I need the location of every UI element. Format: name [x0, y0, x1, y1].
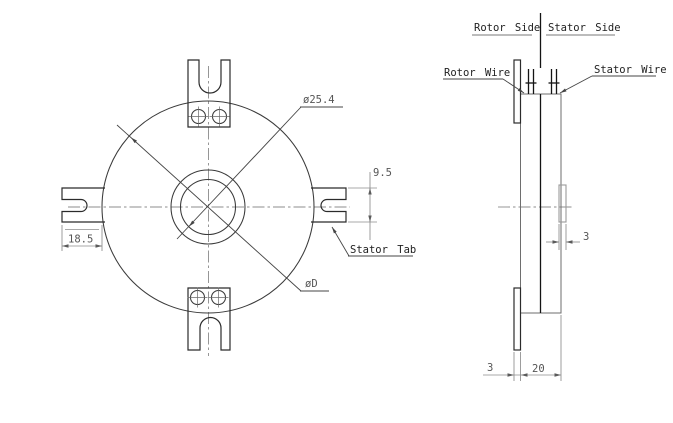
bore-diameter-dimension: ø25.4	[176, 94, 343, 240]
front-view: ø25.4 øD 18.5 9.5	[61, 59, 416, 356]
bore-diameter-text: ø25.4	[303, 94, 335, 106]
bore-circle	[179, 178, 237, 236]
rotor-tab-bottom	[187, 287, 231, 351]
stator-tab-right	[311, 187, 347, 223]
stator-tab-thickness-dimension: 3	[546, 224, 589, 250]
side-body	[520, 93, 562, 314]
side-titles: Rotor Side Stator Side	[472, 13, 621, 68]
rotor-wire-callout: Rotor Wire	[443, 67, 525, 94]
rotor-tab-top	[187, 59, 231, 128]
arrowhead	[332, 227, 337, 234]
arrowhead	[189, 220, 195, 227]
stator-wires	[548, 69, 560, 94]
outer-circle	[101, 100, 315, 314]
stator-tab-callout: Stator Tab	[331, 226, 416, 257]
stator-side-label: Stator Side	[548, 22, 621, 34]
arrowhead	[517, 88, 524, 93]
outer-diameter-dimension: øD	[116, 124, 329, 292]
tab-length-dimension: 18.5	[61, 225, 103, 251]
tab-width-text: 9.5	[373, 167, 392, 179]
bottom-dimensions: 3 20	[483, 315, 562, 381]
tab-length-text: 18.5	[68, 234, 93, 246]
rotor-flange-bottom	[513, 287, 522, 351]
side-view: Rotor Side Stator Side	[443, 13, 667, 381]
body-length-text: 20	[532, 363, 545, 375]
rotor-wires	[525, 69, 537, 94]
stator-tab-left	[61, 187, 105, 223]
rotor-side-label: Rotor Side	[474, 22, 540, 34]
flange-thickness-text: 3	[487, 362, 493, 374]
outer-diameter-text: øD	[305, 278, 318, 290]
arrowhead	[131, 137, 137, 144]
stator-tab-thickness-text: 3	[583, 231, 589, 243]
stator-tab-edge	[558, 184, 567, 223]
rotor-wire-label: Rotor Wire	[444, 67, 510, 79]
stator-wire-label: Stator Wire	[594, 64, 667, 76]
rotor-flange-top	[513, 59, 522, 124]
tab-width-dimension: 9.5	[348, 167, 392, 240]
stator-wire-callout: Stator Wire	[559, 64, 667, 94]
arrowhead	[560, 88, 567, 93]
stator-tab-label: Stator Tab	[350, 244, 416, 256]
boss-circle	[170, 169, 246, 245]
